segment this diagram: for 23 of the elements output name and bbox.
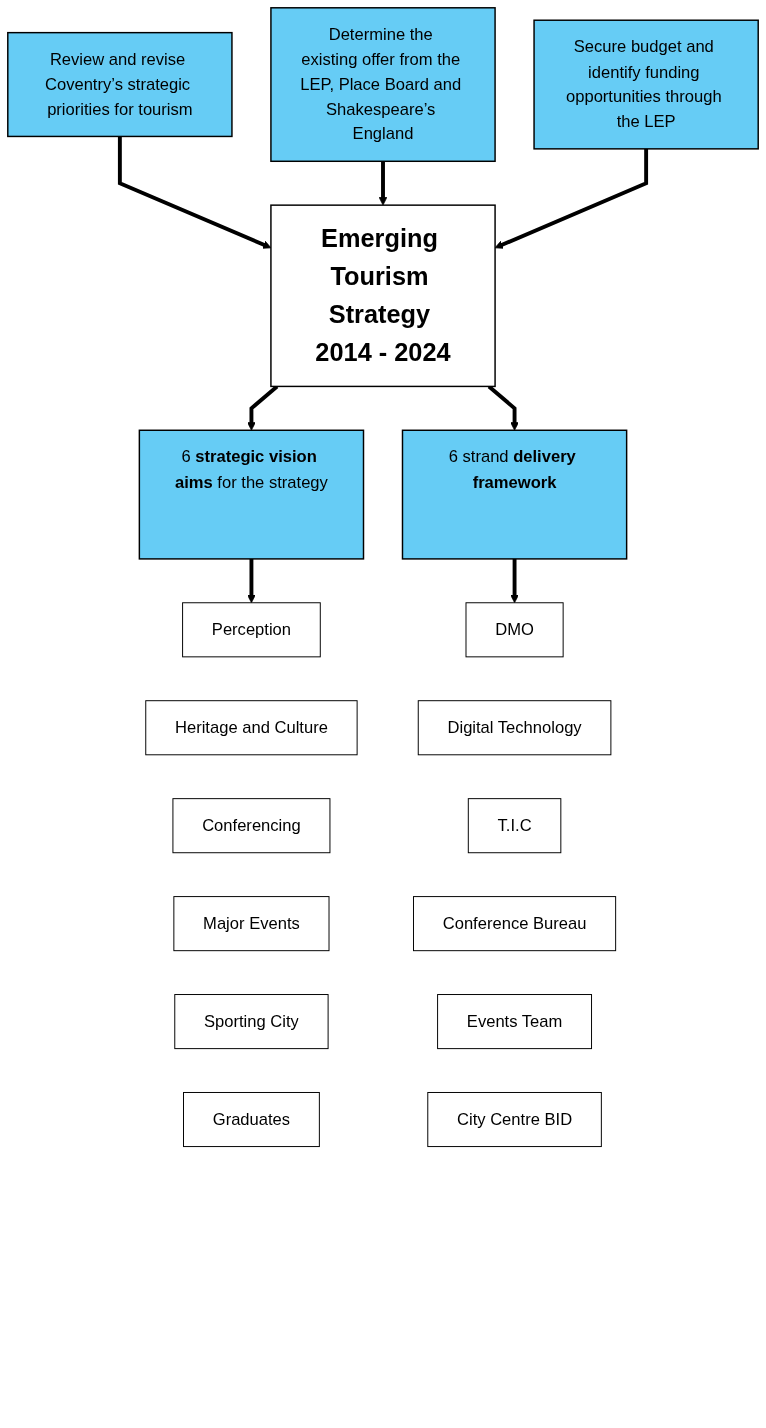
node-box: Perception [182,602,321,658]
node-box: DMO [465,602,564,658]
arrow [510,558,519,604]
node-box: Conference Bureau [413,896,617,952]
node-box: Sporting City [174,994,329,1050]
node-box: Graduates [183,1092,320,1148]
node-box: Events Team [437,994,593,1050]
node-box: Conferencing [172,798,331,854]
node-box: Major Events [173,896,330,952]
node-box: 6 strategic vision aims for the strategy [138,429,365,560]
node-box: Review and revise Coventry’s strategic priorities for tourism [7,31,233,138]
arrow [487,384,519,431]
node-box: Heritage and Culture [145,700,358,756]
node-box: 6 strand delivery framework [401,429,628,560]
node-box: T.I.C [467,798,562,854]
node-box: City Centre BID [427,1092,602,1148]
node-box: Determine the existing offer from the LEP, Place Board and Shakespeare’s England [270,7,496,162]
arrow [247,558,256,604]
arrow [247,384,279,431]
node-box: Digital Technology [417,700,612,756]
node-box: Secure budget and identify funding opportunities through the LEP [533,19,759,150]
arrow [378,161,388,206]
node-box: Emerging Tourism Strategy 2014 - 2024 [270,204,496,388]
